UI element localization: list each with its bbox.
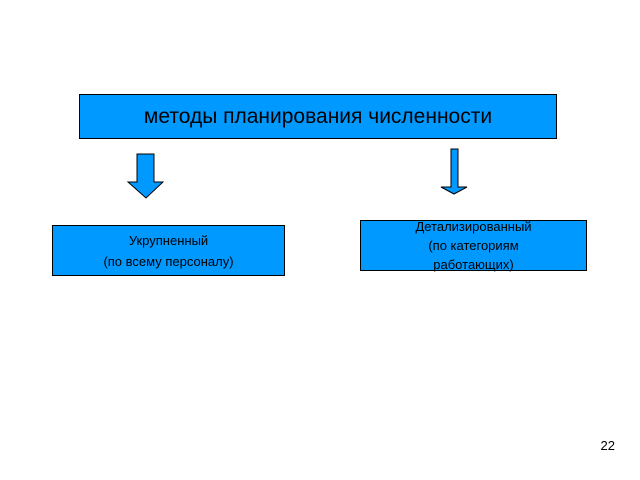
- root-method-label: методы планирования численности: [143, 104, 493, 128]
- slide-number: 22: [600, 438, 615, 453]
- down-arrow-icon: [126, 153, 165, 199]
- aggregate-method-label: Укрупненный (по всему персоналу): [103, 232, 234, 269]
- root-method-box: методы планирования численности: [79, 94, 557, 139]
- detailed-method-label: Детализированный (по категориям работающ…: [415, 219, 532, 272]
- aggregate-method-box: Укрупненный (по всему персоналу): [52, 225, 285, 276]
- down-arrow-icon: [440, 148, 468, 195]
- detailed-method-box: Детализированный (по категориям работающ…: [360, 219, 587, 272]
